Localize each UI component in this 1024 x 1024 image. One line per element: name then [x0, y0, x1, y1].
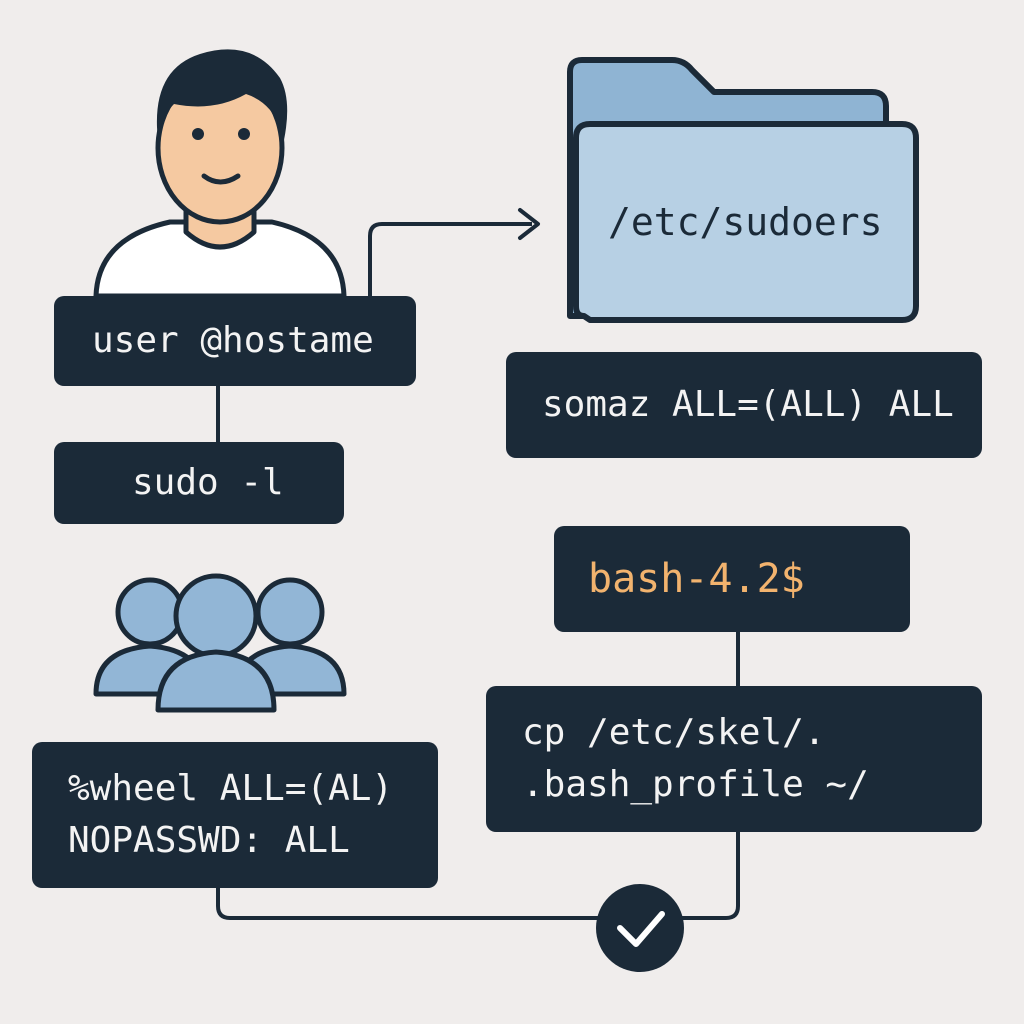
- sudoers-rule-terminal: somaz ALL=(ALL) ALL: [506, 352, 982, 458]
- wheel-rule-line-2: NOPASSWD: ALL: [68, 820, 350, 861]
- sudoers-file-label: /etc/sudoers: [608, 200, 883, 244]
- copy-command-terminal: cp /etc/skel/. .bash_profile ~/: [486, 686, 982, 832]
- folder-icon: [567, 57, 919, 323]
- wheel-rule-line-1: %wheel ALL=(AL): [68, 768, 394, 809]
- checkmark-icon: [596, 884, 684, 972]
- copy-command-line-1: cp /etc/skel/.: [522, 712, 826, 753]
- connector-user-to-sudoers: [368, 222, 532, 296]
- copy-command-line-2: .bash_profile ~/: [522, 764, 869, 805]
- bash-prompt-terminal: bash-4.2$: [554, 526, 910, 632]
- user-avatar-icon: [93, 49, 347, 299]
- sudo-command-terminal: sudo -l: [54, 442, 344, 524]
- wheel-rule-terminal: %wheel ALL=(AL) NOPASSWD: ALL: [32, 742, 438, 888]
- sudo-command-text: sudo -l: [132, 462, 284, 503]
- user-group-icon: [93, 573, 347, 713]
- connector-wheel-to-check: [216, 888, 600, 920]
- user-host-terminal: user @hostame: [54, 296, 416, 386]
- connector-copy-to-check: [680, 832, 740, 920]
- user-host-text: user @hostame: [92, 320, 374, 361]
- bash-prompt-text: bash-4.2$: [588, 556, 805, 602]
- sudoers-rule-text: somaz ALL=(ALL) ALL: [542, 384, 954, 425]
- arrow-head-icon: [518, 208, 540, 240]
